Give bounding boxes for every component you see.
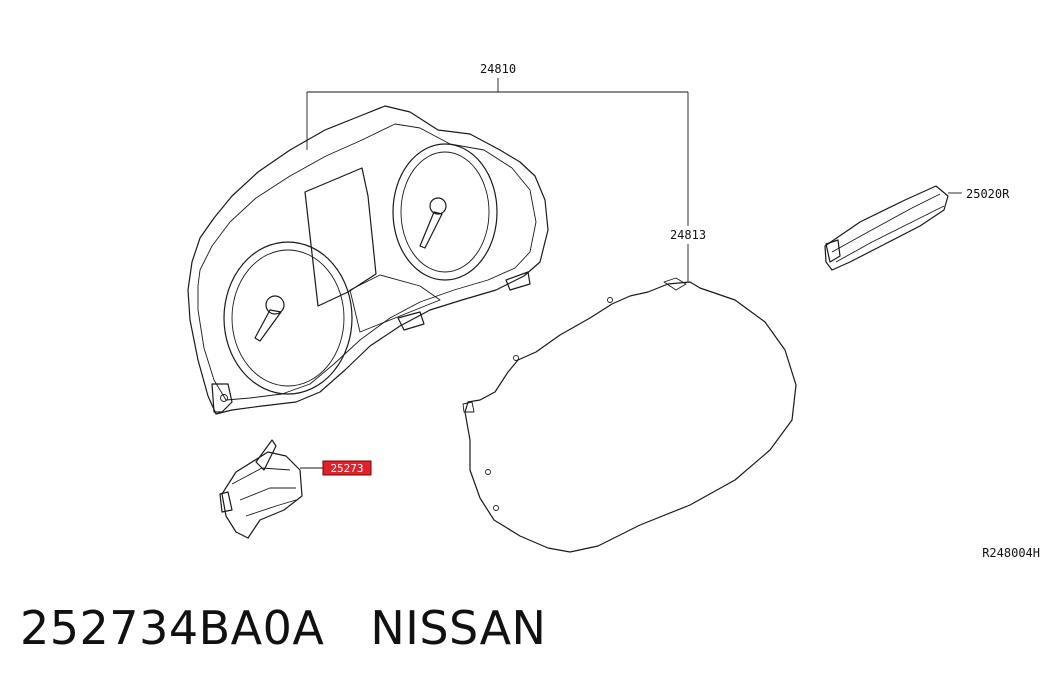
callout-24813[interactable]: 24813 xyxy=(670,228,706,242)
bulb-socket-25020R xyxy=(824,185,962,271)
reference-code: R248004H xyxy=(982,546,1040,560)
meter-lens-24813 xyxy=(462,277,797,553)
callout-24810[interactable]: 24810 xyxy=(480,62,516,76)
switch-25273 xyxy=(219,439,324,539)
callout-25273-highlight[interactable]: 25273 xyxy=(322,460,372,476)
parts-diagram: 24810 24813 xyxy=(187,62,1040,560)
part-number-bar: 252734BA0A NISSAN xyxy=(20,596,546,660)
meter-cluster-housing xyxy=(187,105,549,415)
callout-25020R[interactable]: 25020R xyxy=(966,187,1010,201)
callout-25273[interactable]: 25273 xyxy=(330,462,363,475)
brand-name: NISSAN xyxy=(370,601,547,655)
part-number: 252734BA0A xyxy=(20,601,325,655)
callout-bracket-24810 xyxy=(306,78,689,282)
